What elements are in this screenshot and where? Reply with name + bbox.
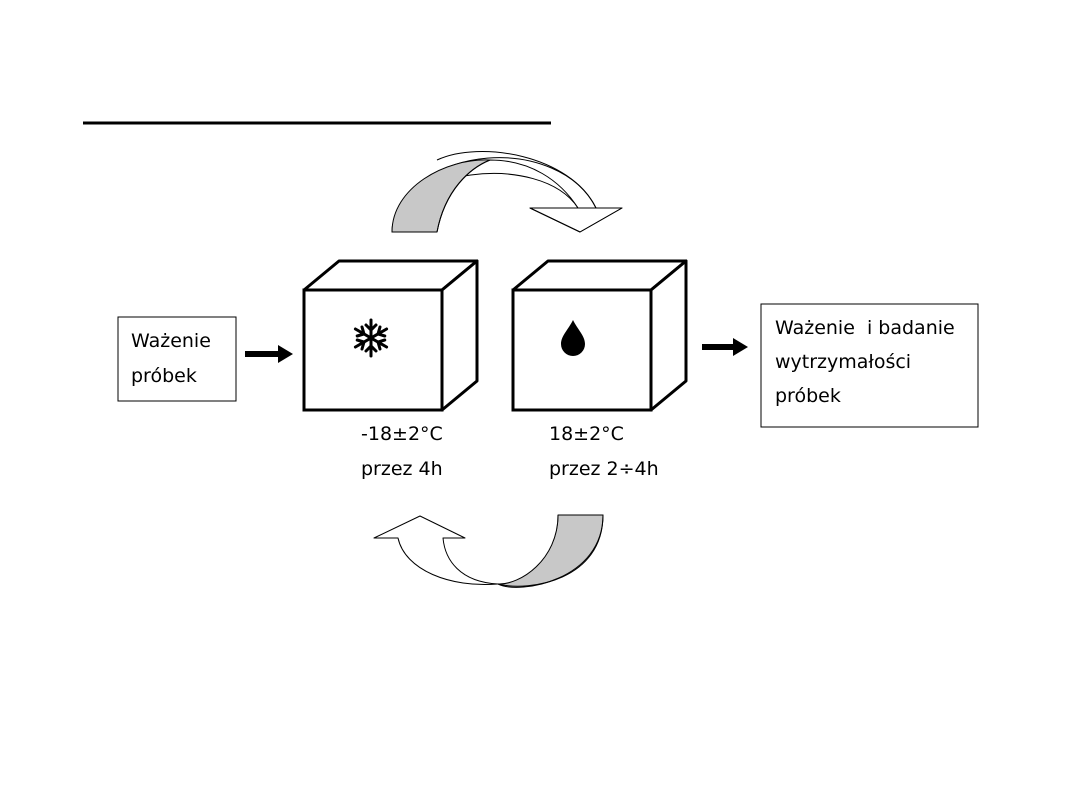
freeze-duration-label: przez 4h (361, 458, 443, 480)
end-box-line-3: próbek (775, 385, 841, 407)
thaw-temperature-label: 18±2°C (549, 423, 624, 445)
snowflake-icon (353, 318, 389, 358)
cycle-arrow-bottom (373, 514, 604, 588)
end-box-line-1: Ważenie i badanie (775, 317, 955, 339)
arrow-to-freeze-chamber (245, 345, 293, 363)
cycle-arrow-top (391, 151, 623, 233)
freeze-chamber-cube (302, 259, 479, 412)
end-box: Ważenie i badanie wytrzymałości próbek (760, 303, 979, 428)
thaw-duration-label: przez 2÷4h (549, 458, 659, 480)
start-box: Ważenie próbek (117, 316, 237, 402)
start-box-line-1: Ważenie (131, 330, 211, 352)
end-box-line-2: wytrzymałości (775, 351, 911, 373)
freeze-temperature-label: -18±2°C (361, 423, 443, 445)
water-drop-icon (561, 320, 585, 356)
start-box-line-2: próbek (131, 365, 197, 387)
arrow-to-end-box (702, 338, 748, 356)
thaw-chamber-cube (511, 259, 688, 412)
